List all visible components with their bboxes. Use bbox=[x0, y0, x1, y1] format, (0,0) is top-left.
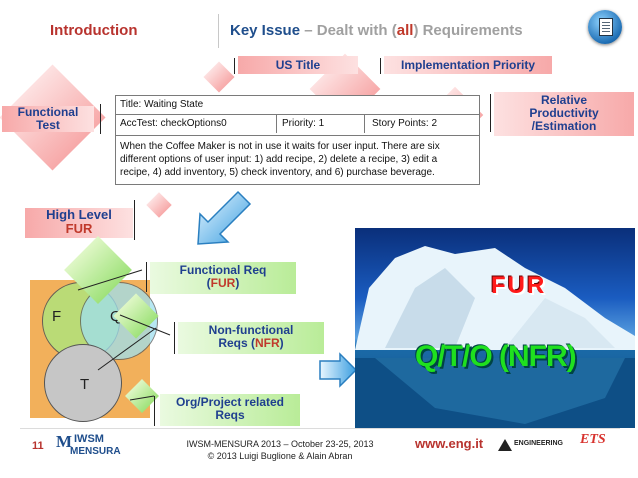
card-priority: Priority: 1 bbox=[278, 115, 365, 133]
label-tick bbox=[174, 322, 175, 354]
slide-title: Key Issue – Dealt with (all) Requirement… bbox=[230, 22, 523, 39]
callout-connector bbox=[146, 192, 172, 218]
callout-lines bbox=[77, 269, 171, 401]
engineering-logo: ENGINEERING bbox=[498, 438, 568, 452]
label-tick bbox=[234, 58, 235, 74]
right-arrow-icon bbox=[319, 352, 358, 388]
venn-circle-t bbox=[44, 344, 122, 422]
label-tick bbox=[134, 200, 135, 240]
label-tick bbox=[380, 58, 381, 74]
label-tick bbox=[490, 94, 491, 132]
label-tick bbox=[100, 104, 101, 134]
card-story-points: Story Points: 2 bbox=[372, 118, 438, 129]
iceberg-image: FUR Q/T/O (NFR) bbox=[355, 228, 635, 428]
card-description: When the Coffee Maker is not in use it w… bbox=[120, 141, 440, 178]
user-story-card: Title: Waiting State AccTest: checkOptio… bbox=[115, 95, 480, 185]
document-icon[interactable] bbox=[588, 10, 622, 44]
venn-label-t: T bbox=[80, 376, 90, 393]
header-divider bbox=[218, 14, 219, 48]
card-title: Title: Waiting State bbox=[120, 99, 204, 110]
footer-url[interactable]: www.eng.it bbox=[415, 436, 484, 451]
down-left-arrow-icon bbox=[197, 190, 252, 245]
us-title-label: US Title bbox=[238, 56, 358, 74]
card-acctest: AccTest: checkOptions0 bbox=[116, 115, 277, 133]
nonfunctional-reqs-label: Non-functional Reqs (NFR) bbox=[178, 322, 324, 354]
iwsm-mensura-logo: M IWSM MENSURA bbox=[56, 432, 121, 457]
venn-label-f: F bbox=[52, 308, 62, 325]
footer-divider bbox=[20, 428, 620, 429]
implementation-priority-label: Implementation Priority bbox=[384, 56, 552, 74]
callout-connector bbox=[203, 61, 235, 93]
iceberg-top-text: FUR bbox=[491, 272, 547, 299]
functional-req-label: Functional Req (FUR) bbox=[150, 262, 296, 294]
label-tick bbox=[146, 262, 147, 292]
section-title: Introduction bbox=[50, 22, 138, 39]
page-number: 11 bbox=[32, 440, 44, 452]
label-tick bbox=[154, 396, 155, 426]
ets-logo: ETS bbox=[580, 432, 606, 447]
footer-conference: IWSM-MENSURA 2013 – October 23-25, 2013 … bbox=[186, 439, 374, 461]
iceberg-bottom-text: Q/T/O (NFR) bbox=[415, 340, 577, 373]
